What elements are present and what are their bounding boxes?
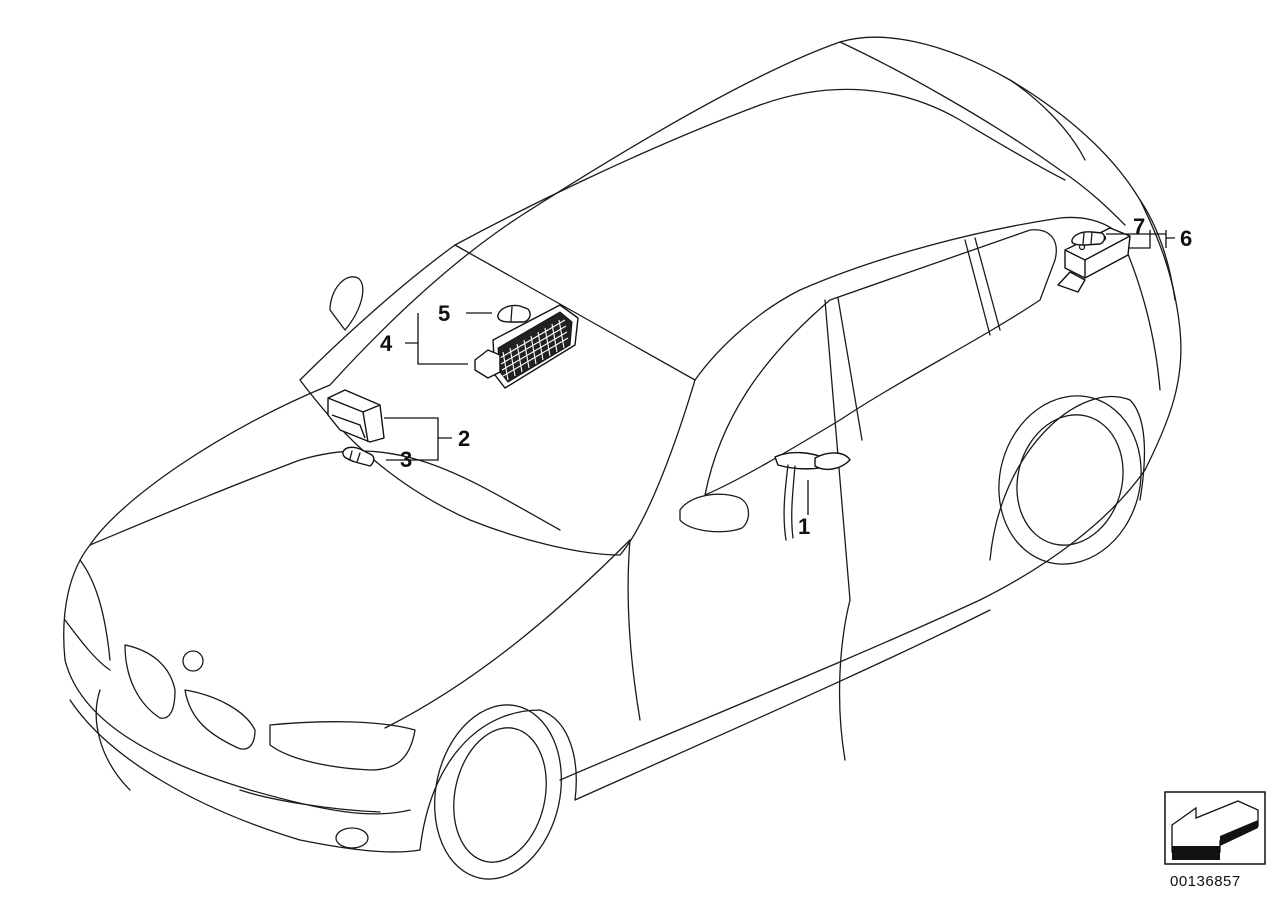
nav-arrow-box[interactable] <box>1164 791 1266 865</box>
arrow-back-left-icon <box>1171 800 1259 860</box>
part-glovebox-light <box>327 389 385 443</box>
bracket-6 <box>1106 230 1175 249</box>
callout-5: 5 <box>438 301 450 326</box>
diagram-code: 00136857 <box>1170 873 1241 890</box>
part-bulb-7 <box>1071 231 1106 246</box>
part-interior-lamp <box>474 304 579 389</box>
car-outline <box>63 36 1182 880</box>
callout-1: 1 <box>798 514 810 539</box>
bracket-4 <box>405 313 468 365</box>
callout-7: 7 <box>1133 214 1145 239</box>
part-bulb-5 <box>497 304 531 323</box>
callout-6: 6 <box>1180 226 1192 251</box>
part-door-handle-light <box>774 451 851 541</box>
bracket-2 <box>384 417 452 461</box>
part-bulb-3 <box>342 446 375 467</box>
callout-2: 2 <box>458 426 470 451</box>
callout-3: 3 <box>400 447 412 472</box>
callout-4: 4 <box>380 331 393 356</box>
